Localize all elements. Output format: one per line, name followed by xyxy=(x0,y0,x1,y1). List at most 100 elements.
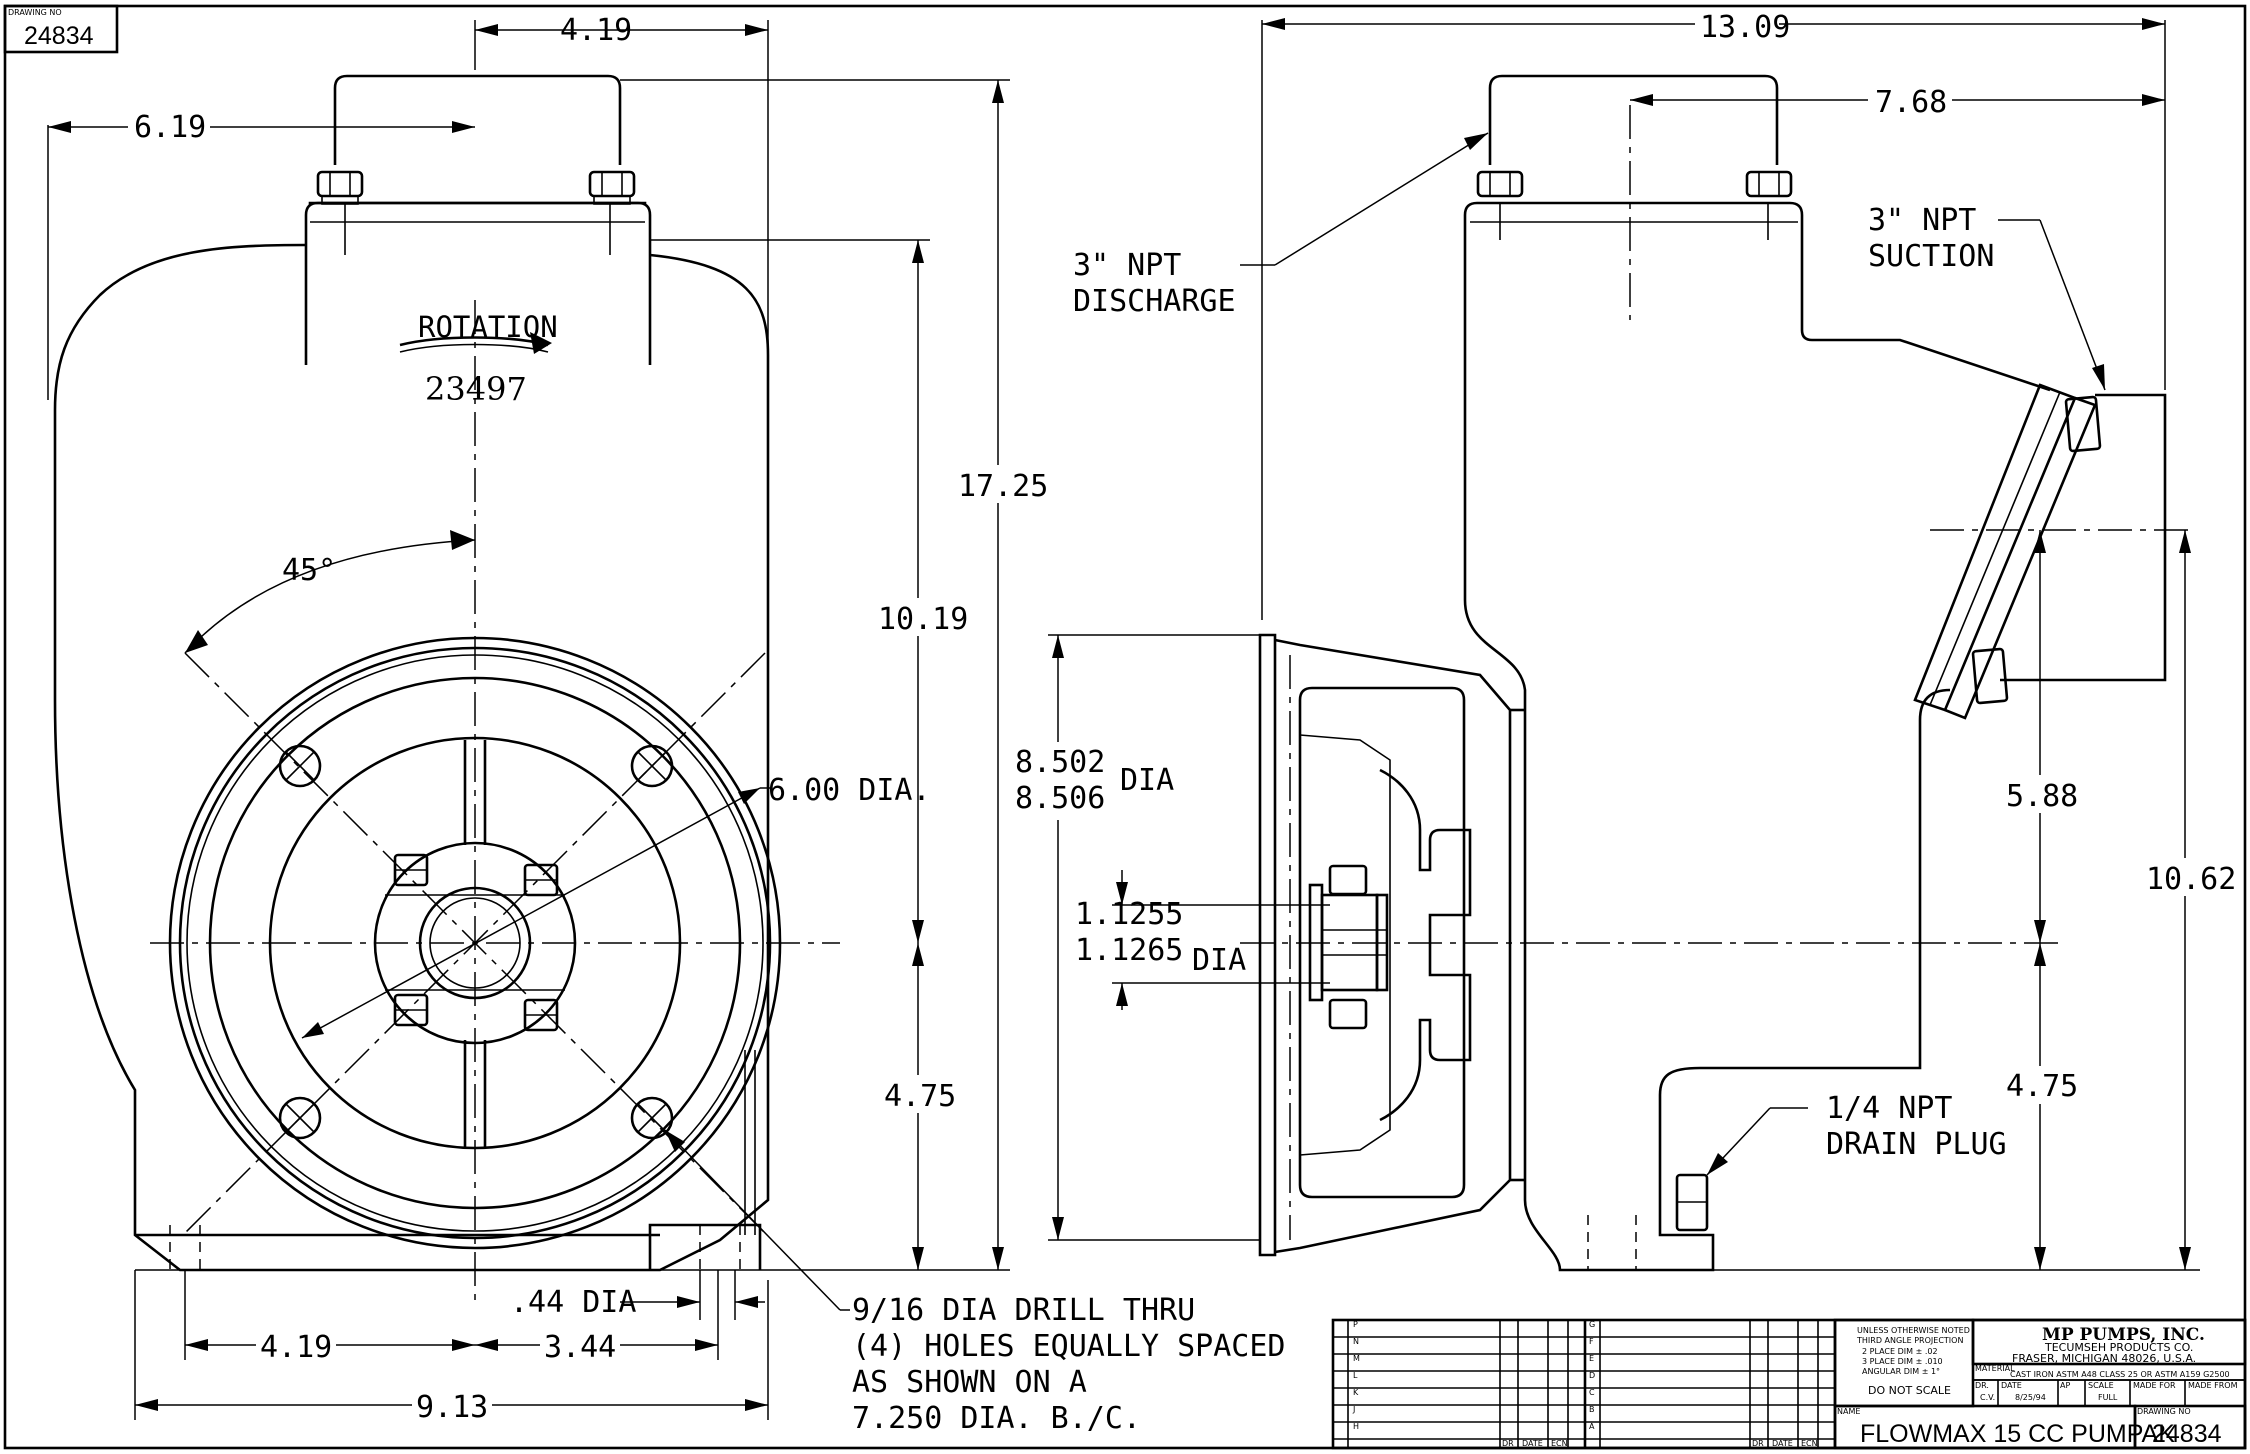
dim-overall-height: 17.25 xyxy=(958,469,1048,504)
rev-letter: L xyxy=(1353,1371,1358,1380)
dim-left-offset: 6.19 xyxy=(134,110,206,145)
bolt-head-icon xyxy=(1328,998,1368,1030)
tolerance-note: 3 PLACE DIM ± .010 xyxy=(1862,1357,1943,1366)
dim-base-right: 3.44 xyxy=(544,1330,616,1365)
drill-note-1: 9/16 DIA DRILL THRU xyxy=(852,1293,1195,1328)
bolt-head-icon xyxy=(2064,395,2102,453)
part-name: FLOWMAX 15 CC PUMPAK xyxy=(1860,1420,2175,1448)
drawing-no-caption: DRAWING NO xyxy=(2137,1407,2191,1416)
bolt-head-icon xyxy=(393,853,429,887)
tolerance-note: 2 PLACE DIM ± .02 xyxy=(1862,1347,1938,1356)
dim-shaft-dia: DIA xyxy=(1192,943,1246,978)
col-label: DATE xyxy=(1522,1439,1543,1448)
rev-letter: N xyxy=(1353,1337,1359,1346)
title-drawing-no: 24834 xyxy=(2152,1420,2222,1448)
suction-label-2: SUCTION xyxy=(1868,239,1994,274)
rev-letter: M xyxy=(1353,1354,1360,1363)
name-caption: NAME xyxy=(1837,1407,1860,1416)
title-block: P N M L K J H G F E D C B A DR DATE ECN … xyxy=(1331,1318,2247,1450)
dim-bolt-circle: 6.00 DIA. xyxy=(768,773,931,808)
rev-letter: G xyxy=(1589,1320,1595,1329)
company-name: MP PUMPS, INC. xyxy=(2042,1325,2205,1345)
tolerance-note: THIRD ANGLE PROJECTION xyxy=(1856,1336,1963,1345)
bolt-head-icon xyxy=(1745,170,1793,198)
bolt-head-icon xyxy=(316,170,364,205)
bolt-head-icon xyxy=(1328,864,1368,896)
rev-letter: A xyxy=(1589,1422,1595,1431)
dim-suction-height: 5.88 xyxy=(2006,779,2078,814)
rev-letter: H xyxy=(1353,1422,1359,1431)
dim-shaft-a: 1.1255 xyxy=(1075,897,1183,932)
bolt-hole-icon xyxy=(630,1096,674,1140)
drain-label-1: 1/4 NPT xyxy=(1826,1091,1952,1126)
col-label: DR xyxy=(1502,1439,1514,1448)
angle-dim: 45° xyxy=(282,553,336,588)
dim-hole-dia: .44 DIA xyxy=(510,1285,636,1320)
date-value: 8/25/94 xyxy=(2015,1393,2046,1402)
rev-letter: E xyxy=(1589,1354,1594,1363)
suction-label-1: 3" NPT xyxy=(1868,203,1976,238)
rotation-label: ROTATION xyxy=(418,310,558,344)
date-caption: DATE xyxy=(2001,1381,2022,1390)
rev-letter: C xyxy=(1589,1388,1595,1397)
col-label: DATE xyxy=(1772,1439,1793,1448)
rev-letter: K xyxy=(1353,1388,1359,1397)
front-view: ROTATION 23497 45° 4.19 6.19 17.25 xyxy=(47,13,1285,1436)
sheet-border xyxy=(3,4,2247,1450)
drill-note-3: AS SHOWN ON A xyxy=(852,1365,1087,1400)
dim-overall-length: 13.09 xyxy=(1700,10,1790,45)
rev-letter: D xyxy=(1589,1371,1595,1380)
dim-pilot-b: 8.506 xyxy=(1015,781,1105,816)
material-caption: MATERIAL xyxy=(1975,1364,2015,1373)
rev-letter: B xyxy=(1589,1405,1595,1414)
casting-number: 23497 xyxy=(425,370,527,408)
drawing-no-caption: DRAWING NO xyxy=(8,8,62,17)
dim-pilot-a: 8.502 xyxy=(1015,745,1105,780)
dim-lower-height: 4.75 xyxy=(884,1079,956,1114)
dim-base-total: 9.13 xyxy=(416,1390,488,1425)
scale-value: FULL xyxy=(2098,1393,2118,1402)
made-for-caption: MADE FOR xyxy=(2133,1381,2176,1390)
rev-letter: J xyxy=(1352,1405,1355,1414)
dr-value: C.V. xyxy=(1980,1393,1995,1402)
col-label: DR xyxy=(1752,1439,1764,1448)
dim-top-width: 4.19 xyxy=(560,13,632,48)
discharge-label-2: DISCHARGE xyxy=(1073,284,1236,319)
drawing-number-box: DRAWING NO 24834 xyxy=(3,4,119,54)
drain-label-2: DRAIN PLUG xyxy=(1826,1127,2007,1162)
tolerance-note: ANGULAR DIM ± 1° xyxy=(1862,1367,1940,1376)
bolt-hole-icon xyxy=(278,744,322,788)
discharge-label-1: 3" NPT xyxy=(1073,248,1181,283)
col-label: ECN xyxy=(1801,1439,1818,1448)
made-from-caption: MADE FROM xyxy=(2188,1381,2238,1390)
tolerance-note: UNLESS OTHERWISE NOTED xyxy=(1857,1326,1970,1335)
company-address: FRASER, MICHIGAN 48026, U.S.A. xyxy=(2012,1352,2196,1365)
bolt-head-icon xyxy=(523,998,559,1032)
bolt-head-icon xyxy=(588,170,636,205)
dim-center-height: 10.19 xyxy=(878,602,968,637)
dim-side-height: 10.62 xyxy=(2146,862,2236,897)
drain-plug-icon xyxy=(1675,1173,1709,1232)
bolt-head-icon xyxy=(393,993,429,1027)
drawing-no-value: 24834 xyxy=(24,22,94,50)
rev-letter: P xyxy=(1353,1320,1358,1329)
material-value: CAST IRON ASTM A48 CLASS 25 OR ASTM A159… xyxy=(2010,1370,2230,1379)
revision-table: P N M L K J H G F E D C B A DR DATE ECN … xyxy=(1333,1320,1837,1448)
side-view: 13.09 7.68 10.62 5.88 4.75 8.502 xyxy=(1012,8,2236,1272)
dim-side-lower: 4.75 xyxy=(2006,1069,2078,1104)
rev-letter: F xyxy=(1589,1337,1594,1346)
dim-pilot-dia: DIA xyxy=(1120,763,1174,798)
bolt-head-icon xyxy=(1476,170,1524,198)
dim-shaft-b: 1.1265 xyxy=(1075,933,1183,968)
do-not-scale: DO NOT SCALE xyxy=(1868,1384,1951,1397)
scale-caption: SCALE xyxy=(2088,1381,2114,1390)
dr-caption: DR. xyxy=(1975,1381,1989,1390)
bolt-head-icon xyxy=(523,863,559,897)
dim-base-left: 4.19 xyxy=(260,1330,332,1365)
dim-suction-offset: 7.68 xyxy=(1875,85,1947,120)
drill-note-2: (4) HOLES EQUALLY SPACED xyxy=(852,1329,1285,1364)
ap-caption: AP xyxy=(2060,1381,2070,1390)
company-sub: TECUMSEH PRODUCTS CO. xyxy=(2044,1341,2193,1354)
bolt-head-icon xyxy=(1971,647,2009,705)
